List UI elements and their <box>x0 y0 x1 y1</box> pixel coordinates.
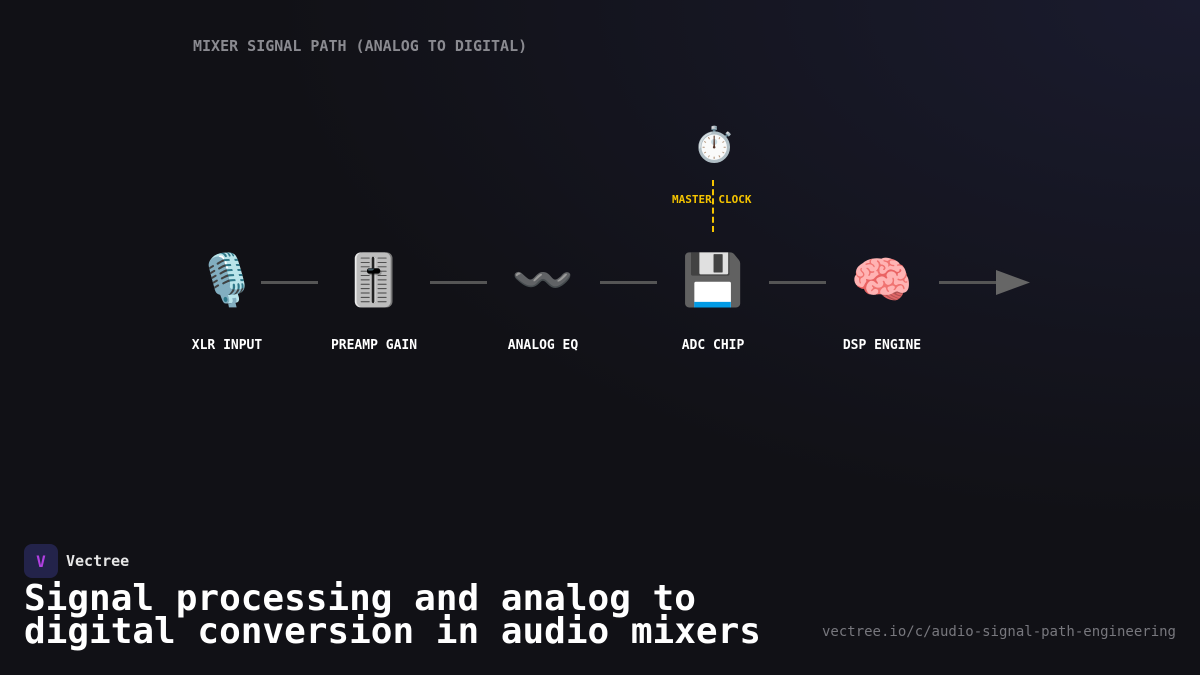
connector-line <box>430 281 487 284</box>
master-clock-label: MASTER CLOCK <box>672 193 752 206</box>
brain-icon: 🧠 <box>850 251 914 309</box>
output-arrow-line <box>939 281 999 284</box>
connector-line <box>769 281 826 284</box>
clock-connector <box>712 180 714 232</box>
node-label: ADC CHIP <box>681 338 745 353</box>
node-label: ANALOG EQ <box>507 338 579 353</box>
brand: V Vectree <box>24 544 129 578</box>
connector-line <box>600 281 657 284</box>
stopwatch-icon: ⏱️ <box>693 125 736 165</box>
source-url: vectree.io/c/audio-signal-path-engineeri… <box>821 624 1176 640</box>
brand-name: Vectree <box>66 552 130 570</box>
microphone-icon: 🎙️ <box>195 251 259 309</box>
diagram-title: MIXER SIGNAL PATH (ANALOG TO DIGITAL) <box>193 37 528 55</box>
connector-line <box>261 281 318 284</box>
node-label: XLR INPUT <box>191 338 263 353</box>
fader-icon: 🎚️ <box>342 251 406 309</box>
node-label: DSP ENGINE <box>842 338 922 353</box>
node-label: PREAMP GAIN <box>330 338 418 353</box>
wave-icon: 〰️ <box>511 251 575 309</box>
arrow-head-icon <box>996 270 1030 295</box>
headline: Signal processing and analog to digital … <box>24 578 761 652</box>
floppy-disk-icon: 💾 <box>681 251 745 309</box>
vectree-logo: V <box>24 544 58 578</box>
